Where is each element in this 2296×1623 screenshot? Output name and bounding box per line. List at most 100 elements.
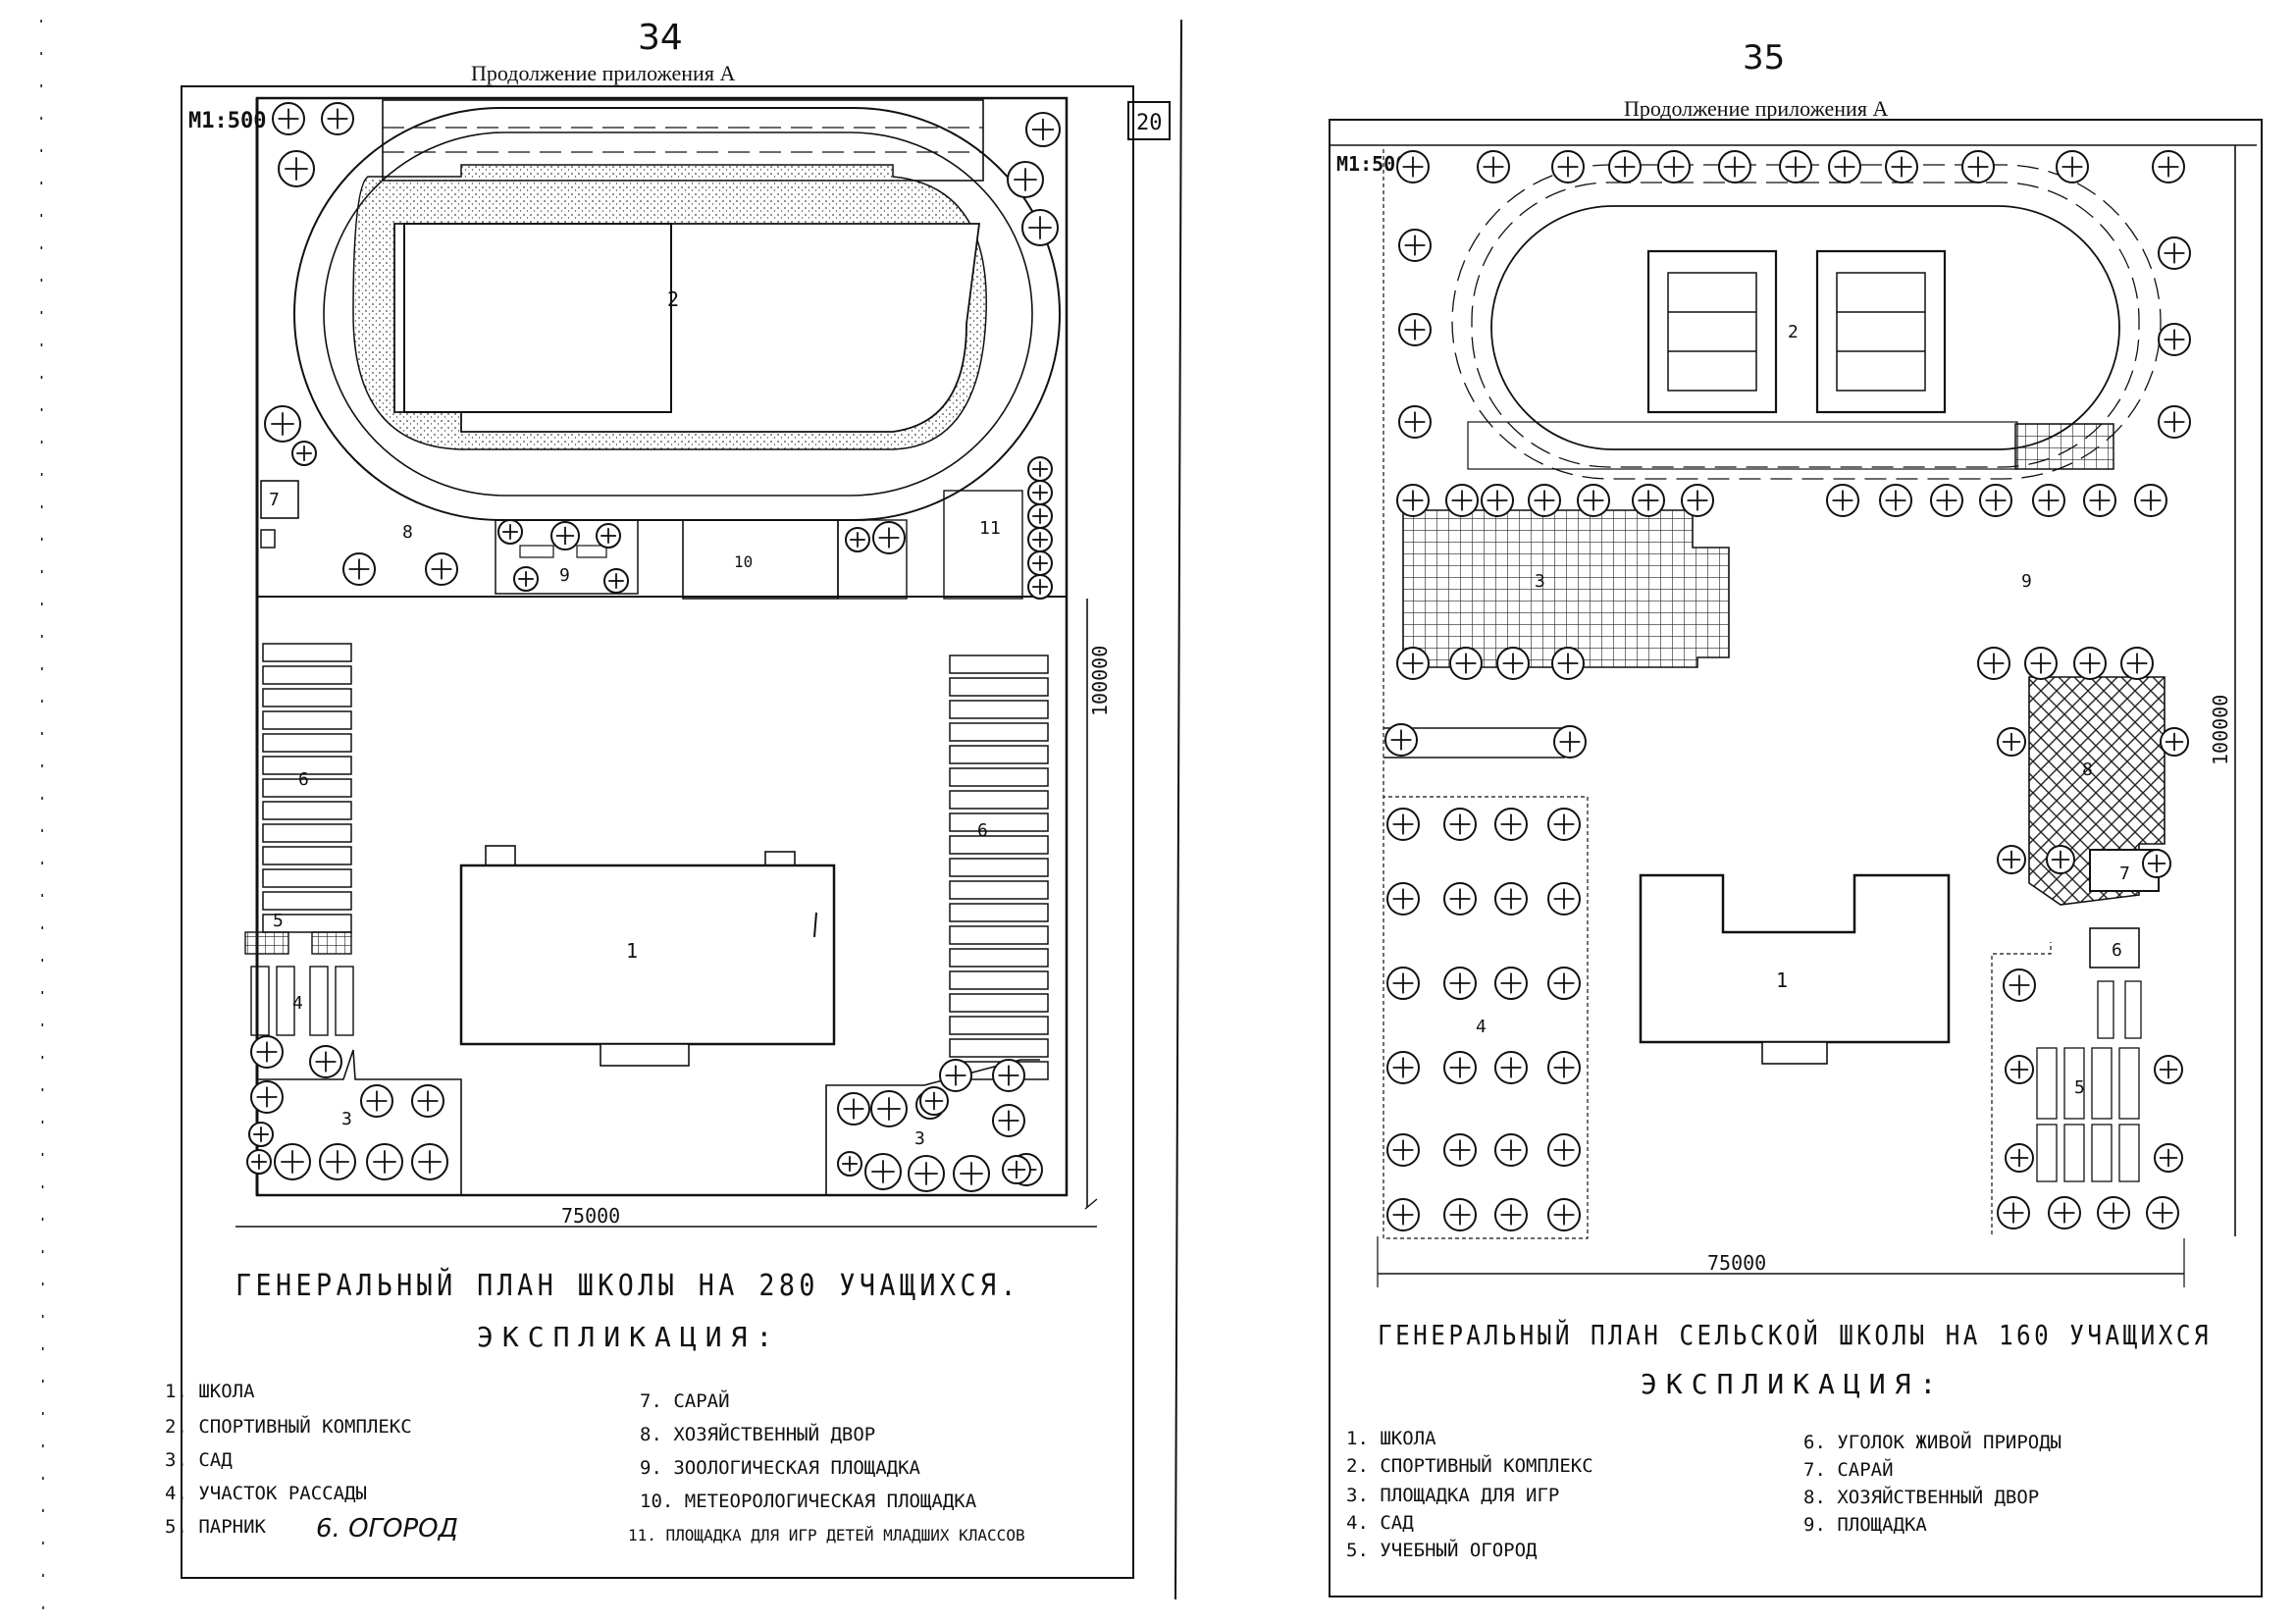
tree-icon — [250, 1080, 284, 1114]
tree-icon — [845, 527, 870, 552]
garden-bed — [949, 903, 1049, 922]
tree-icon — [1494, 967, 1528, 1000]
left-legend-item: 7. САРАЙ — [640, 1389, 730, 1412]
left-legend-col2: 7. САРАЙ 8. ХОЗЯЙСТВЕННЫЙ ДВОР 9. ЗООЛОГ… — [628, 1389, 1025, 1544]
tree-icon — [2083, 484, 2116, 517]
right-sports-complex — [1451, 164, 2162, 480]
tree-icon — [513, 566, 539, 592]
garden-bed — [949, 1038, 1049, 1058]
tree-icon — [870, 1090, 908, 1127]
tree-icon — [2154, 1143, 2183, 1173]
tree-icon — [2142, 849, 2171, 878]
tree-icon — [411, 1084, 444, 1118]
tree-icon — [908, 1155, 945, 1192]
tree-icon — [1443, 808, 1477, 841]
garden-bed — [949, 745, 1049, 764]
tree-icon — [1386, 882, 1420, 916]
left-barn — [260, 480, 299, 519]
tree-icon — [1494, 1133, 1528, 1167]
tree-icon — [1449, 647, 1483, 680]
right-label-6: 6 — [2112, 940, 2122, 961]
tree-icon — [1997, 727, 2026, 757]
tree-icon — [1398, 229, 1432, 262]
garden-bed — [949, 767, 1049, 787]
left-sports-complex: 2 — [293, 99, 1061, 521]
tree-icon — [2097, 1196, 2130, 1230]
garden-bed — [949, 700, 1049, 719]
left-playground-small — [943, 490, 1023, 600]
tree-icon — [2146, 1196, 2179, 1230]
tree-icon — [992, 1059, 1025, 1092]
tree-icon — [953, 1155, 990, 1192]
tree-icon — [2005, 1055, 2034, 1084]
left-scale-label: М1:500 — [188, 109, 266, 133]
right-dim-width: 75000 — [1707, 1251, 1766, 1275]
left-corner-number: 20 — [1136, 111, 1163, 135]
garden-bed — [262, 643, 352, 662]
left-legend-item: 8. ХОЗЯЙСТВЕННЫЙ ДВОР — [640, 1423, 875, 1445]
tree-icon — [1494, 1051, 1528, 1084]
tree-icon — [1386, 1133, 1420, 1167]
tree-icon — [246, 1149, 272, 1175]
left-legend-item: 10. МЕТЕОРОЛОГИЧЕСКАЯ ПЛОЩАДКА — [640, 1491, 977, 1512]
left-dim-height: 100000 — [1088, 646, 1112, 716]
left-label-3a: 3 — [341, 1109, 352, 1129]
tree-icon — [2154, 1055, 2183, 1084]
tree-icon — [2005, 1143, 2034, 1173]
left-label-2: 2 — [667, 288, 679, 311]
left-garden-sw-boundary — [257, 1049, 462, 1195]
tree-icon — [1481, 484, 1514, 517]
tree-icon — [1443, 1198, 1477, 1231]
right-legend-col2: 6. УГОЛОК ЖИВОЙ ПРИРОДЫ 7. САРАЙ 8. ХОЗЯ… — [1803, 1431, 2061, 1536]
right-label-7: 7 — [2119, 864, 2130, 884]
tree-icon — [2158, 236, 2191, 270]
garden-bed — [949, 858, 1049, 877]
left-plan-title: ГЕНЕРАЛЬНЫЙ ПЛАН ШКОЛЫ НА 280 УЧАЩИХСЯ. — [235, 1268, 1020, 1303]
tree-icon — [1681, 484, 1714, 517]
tree-icon — [264, 405, 301, 443]
tree-icon — [1494, 808, 1528, 841]
tree-icon — [837, 1092, 870, 1126]
tree-icon — [2120, 647, 2154, 680]
right-trees — [1384, 150, 2191, 1231]
tree-icon — [1027, 503, 1053, 529]
tree-icon — [1027, 527, 1053, 552]
right-legend-item: 2. СПОРТИВНЫЙ КОМПЛЕКС — [1346, 1454, 1593, 1477]
left-greenhouse — [244, 931, 352, 955]
tree-icon — [274, 1143, 311, 1180]
tree-icon — [1547, 808, 1581, 841]
tree-icon — [1551, 150, 1585, 183]
tree-icon — [1885, 150, 1918, 183]
right-legend-item: 3. ПЛОЩАДКА ДЛЯ ИГР — [1346, 1485, 1559, 1506]
tree-icon — [1547, 967, 1581, 1000]
right-legend-item: 5. УЧЕБНЫЙ ОГОРОД — [1346, 1539, 1538, 1561]
tree-icon — [2003, 969, 2036, 1002]
garden-bed — [949, 790, 1049, 810]
garden-bed — [949, 993, 1049, 1013]
tree-icon — [497, 519, 523, 545]
left-beds-west — [262, 643, 352, 933]
tree-icon — [1384, 723, 1418, 757]
right-page: 35 Продолжение приложения А М1:500 2 3 9 — [1329, 38, 2263, 1597]
tree-icon — [1577, 484, 1610, 517]
tree-icon — [1027, 480, 1053, 505]
tree-icon — [411, 1143, 448, 1180]
tree-icon — [1828, 150, 1861, 183]
tree-icon — [1477, 150, 1510, 183]
tree-icon — [1997, 845, 2026, 874]
right-play-area — [1402, 509, 1730, 668]
tree-icon — [1396, 150, 1430, 183]
tree-icon — [1007, 161, 1044, 198]
garden-bed — [949, 654, 1049, 674]
right-legend-item: 6. УГОЛОК ЖИВОЙ ПРИРОДЫ — [1803, 1431, 2061, 1453]
tree-icon — [2160, 727, 2189, 757]
left-legend-item: 11. ПЛОЩАДКА ДЛЯ ИГР ДЕТЕЙ МЛАДШИХ КЛАСС… — [628, 1526, 1025, 1544]
left-garden-se-boundary — [825, 1059, 1040, 1195]
tree-icon — [1386, 1051, 1420, 1084]
left-meteo-area — [682, 519, 839, 600]
tree-icon — [1027, 574, 1053, 600]
right-label-8: 8 — [2082, 759, 2093, 780]
right-garden-beds — [2036, 980, 2142, 1182]
left-dim-width: 75000 — [561, 1204, 620, 1228]
